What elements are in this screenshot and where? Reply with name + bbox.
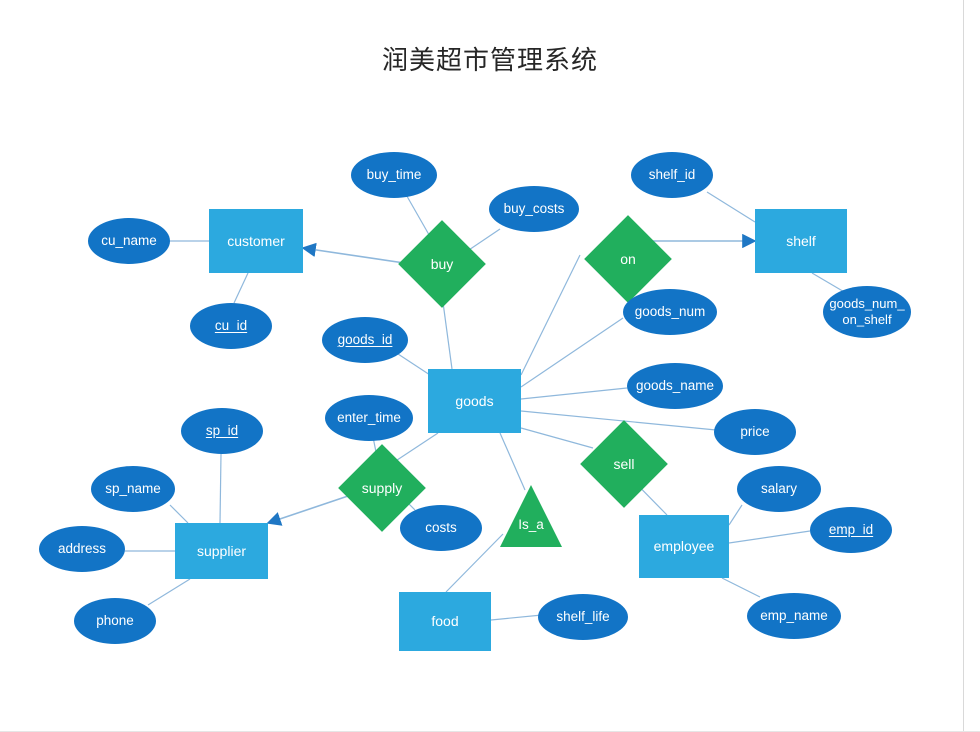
page-edge-right bbox=[963, 0, 964, 732]
edge-food-to-shelf_life bbox=[490, 614, 543, 621]
entity-label: goods bbox=[455, 392, 494, 409]
entity-food[interactable]: food bbox=[399, 592, 491, 651]
attribute-address[interactable]: address bbox=[39, 526, 125, 572]
attribute-sp-name[interactable]: sp_name bbox=[91, 466, 175, 512]
entity-shelf[interactable]: shelf bbox=[755, 209, 847, 273]
attribute-cu-name[interactable]: cu_name bbox=[88, 218, 170, 264]
relationship-on[interactable]: on bbox=[584, 215, 672, 303]
attribute-label: goods_num bbox=[634, 304, 706, 320]
attribute-label: emp_name bbox=[760, 608, 828, 624]
attribute-goods-id[interactable]: goods_id bbox=[322, 317, 408, 363]
attribute-label: buy_time bbox=[366, 167, 422, 183]
attribute-label: goods_num_ on_shelf bbox=[829, 296, 905, 327]
attribute-label: enter_time bbox=[337, 410, 401, 426]
entity-employee[interactable]: employee bbox=[639, 515, 729, 578]
attribute-label: sp_name bbox=[105, 481, 161, 497]
attribute-phone[interactable]: phone bbox=[74, 598, 156, 644]
attribute-label: emp_id bbox=[828, 522, 874, 538]
attribute-label: address bbox=[57, 541, 107, 557]
entity-goods[interactable]: goods bbox=[428, 369, 521, 433]
relationship-label: sell bbox=[613, 455, 635, 472]
entity-label: employee bbox=[653, 538, 715, 555]
edge-sp_name-to-supplier bbox=[169, 504, 189, 524]
edge-buy-to-goods bbox=[441, 294, 453, 370]
attribute-goods-num[interactable]: goods_num bbox=[623, 289, 717, 335]
relationship-supply[interactable]: supply bbox=[338, 444, 426, 532]
edge-goods-to-goods_num bbox=[520, 317, 624, 388]
edge-shelf_id-to-shelf bbox=[706, 191, 756, 223]
edge-emp_id-to-employee bbox=[728, 530, 811, 544]
attribute-costs[interactable]: costs bbox=[400, 505, 482, 551]
attribute-emp-name[interactable]: emp_name bbox=[747, 593, 841, 639]
relationship-label: on bbox=[620, 250, 636, 267]
attribute-buy-costs[interactable]: buy_costs bbox=[489, 186, 579, 232]
edge-emp_name-to-employee bbox=[721, 577, 761, 598]
edge-goods-to-sell bbox=[520, 427, 594, 449]
edge-cu_id-to-customer bbox=[233, 272, 249, 304]
attribute-label: cu_id bbox=[214, 318, 248, 334]
edge-is_a-to-food bbox=[445, 533, 504, 593]
attribute-label: shelf_id bbox=[648, 167, 696, 183]
edge-sp_id-to-supplier bbox=[219, 453, 222, 524]
edge-supply-to-supplier bbox=[266, 494, 352, 526]
edge-goods-to-price bbox=[520, 410, 717, 431]
attribute-label: salary bbox=[760, 481, 797, 497]
specialization-label: Is_a bbox=[518, 517, 544, 533]
entity-supplier[interactable]: supplier bbox=[175, 523, 268, 579]
entity-label: food bbox=[431, 613, 459, 630]
entity-customer[interactable]: customer bbox=[209, 209, 303, 273]
attribute-goods-num-on-shelf[interactable]: goods_num_ on_shelf bbox=[823, 286, 911, 338]
attribute-salary[interactable]: salary bbox=[737, 466, 821, 512]
attribute-cu-id[interactable]: cu_id bbox=[190, 303, 272, 349]
edge-buy-to-customer bbox=[301, 242, 412, 265]
edge-phone-to-supplier bbox=[147, 578, 191, 606]
attribute-label: shelf_life bbox=[556, 609, 610, 625]
edge-goods-to-goods_name bbox=[520, 387, 628, 400]
attribute-label: goods_id bbox=[337, 332, 393, 348]
page-title: 润美超市管理系统 bbox=[381, 46, 598, 76]
attribute-emp-id[interactable]: emp_id bbox=[810, 507, 892, 553]
attribute-label: goods_name bbox=[635, 378, 715, 394]
relationship-buy[interactable]: buy bbox=[398, 220, 486, 308]
attribute-goods-name[interactable]: goods_name bbox=[627, 363, 723, 409]
relationship-sell[interactable]: sell bbox=[580, 420, 668, 508]
relationship-label: buy bbox=[430, 255, 454, 272]
edge-goods_id-to-goods bbox=[394, 351, 431, 376]
edge-salary-to-employee bbox=[728, 504, 743, 526]
relationship-label: supply bbox=[361, 479, 403, 496]
attribute-shelf-life[interactable]: shelf_life bbox=[538, 594, 628, 640]
entity-label: customer bbox=[227, 232, 285, 249]
attribute-shelf-id[interactable]: shelf_id bbox=[631, 152, 713, 198]
edge-shelf-to-goods_num_on_shelf bbox=[811, 272, 847, 294]
edge-buy_time-to-buy bbox=[403, 190, 433, 241]
attribute-label: buy_costs bbox=[503, 201, 565, 217]
attribute-buy-time[interactable]: buy_time bbox=[351, 152, 437, 198]
attribute-label: price bbox=[740, 424, 770, 440]
attribute-label: costs bbox=[425, 520, 457, 536]
attribute-price[interactable]: price bbox=[714, 409, 796, 455]
entity-label: shelf bbox=[786, 232, 816, 249]
attribute-label: phone bbox=[96, 613, 134, 629]
entity-label: supplier bbox=[196, 542, 247, 559]
edge-goods-to-on bbox=[520, 254, 581, 376]
attribute-label: cu_name bbox=[101, 233, 157, 249]
attribute-sp-id[interactable]: sp_id bbox=[181, 408, 263, 454]
attribute-label: sp_id bbox=[205, 423, 239, 439]
triangle-shape bbox=[500, 485, 562, 547]
edge-goods-to-is_a bbox=[499, 432, 526, 491]
specialization-is-a[interactable]: Is_a bbox=[500, 485, 562, 547]
attribute-enter-time[interactable]: enter_time bbox=[325, 395, 413, 441]
